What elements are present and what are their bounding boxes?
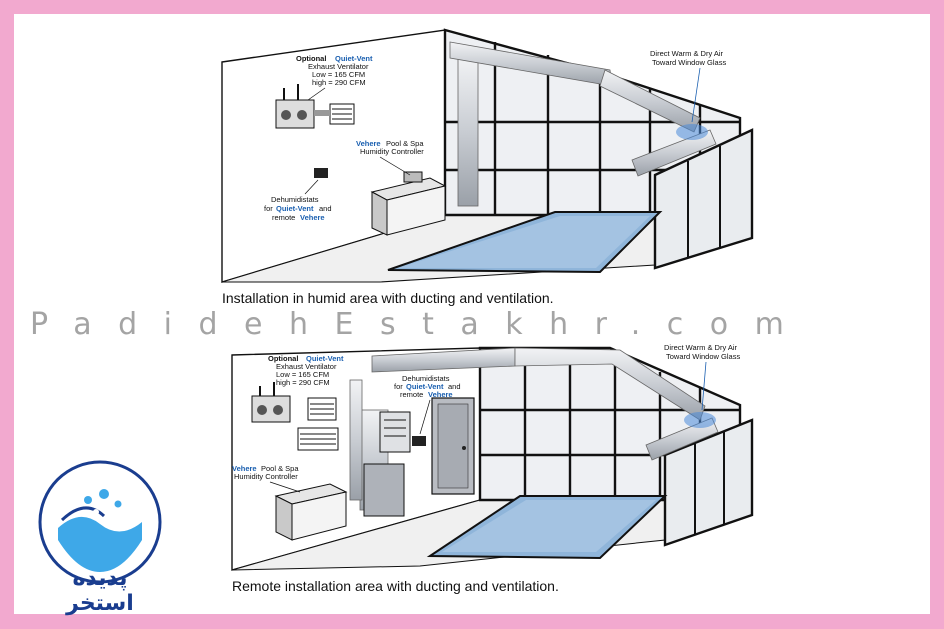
top-label-dehum-3: Quiet-Vent [276,204,314,213]
bottom-label-optional: Optional [268,354,298,363]
top-label-dehum-6: Vehere [300,213,325,222]
bottom-air-flow-icon [684,412,716,428]
watermark: PadidehEstakhr.com [30,307,811,342]
top-label-direct-1: Direct Warm & Dry Air [650,49,724,58]
top-label-humidity: Humidity Controller [360,147,424,156]
bottom-label-exhaust: Exhaust Ventilator [276,362,337,371]
bottom-dehumidistat-icon [412,436,426,446]
bottom-label-dehum-5: remote [400,390,423,399]
top-exhaust-ventilator [275,84,355,129]
top-right-glass-wall [653,128,754,270]
top-dehumidifier-unit [370,171,447,236]
top-label-dehum-2: for [264,204,273,213]
top-label-dehum-4: and [319,204,332,213]
bottom-label-dehum-4: and [448,382,461,391]
top-duct [449,41,717,207]
top-label-dehum-5: remote [272,213,295,222]
logo-text: پدیده استخر [66,566,134,616]
bottom-door [431,397,475,495]
bottom-diagram: Optional Quiet-Vent Exhaust Ventilator L… [231,343,754,571]
top-air-flow-icon [676,124,708,140]
bottom-label-vehere: Vehere [232,464,257,473]
water-splash-logo-icon [38,460,162,584]
bottom-label-direct-2: Toward Window Glass [666,352,740,361]
top-label-optional: Optional [296,54,326,63]
bottom-label-direct-1: Direct Warm & Dry Air [664,343,738,352]
top-diagram: Optional Quiet-Vent Exhaust Ventilator L… [221,28,754,283]
bottom-label-humidity: Humidity Controller [234,472,298,481]
top-label-dehum-1: Dehumidistats [271,195,319,204]
bottom-caption: Remote installation area with ducting an… [232,578,559,594]
bottom-label-dehum-2: for [394,382,403,391]
bottom-label-dehum-1: Dehumidistats [402,374,450,383]
bottom-label-dehum-3: Quiet-Vent [406,382,444,391]
bottom-label-pool-spa: Pool & Spa [261,464,299,473]
bottom-exhaust-ventilator [251,382,339,451]
top-label-high: high = 290 CFM [312,78,366,87]
top-label-quiet-vent: Quiet-Vent [335,54,373,63]
top-label-low: Low = 165 CFM [312,70,365,79]
top-dehumidistat-icon [314,168,328,178]
bottom-label-high: high = 290 CFM [276,378,330,387]
bottom-label-quiet-vent: Quiet-Vent [306,354,344,363]
bottom-label-dehum-6: Vehere [428,390,453,399]
top-label-pool-spa: Pool & Spa [386,139,424,148]
top-caption: Installation in humid area with ducting … [222,290,554,306]
bottom-right-glass-wall [663,418,754,547]
top-label-direct-2: Toward Window Glass [652,58,726,67]
top-label-exhaust: Exhaust Ventilator [308,62,369,71]
bottom-label-low: Low = 165 CFM [276,370,329,379]
top-label-vehere: Vehere [356,139,381,148]
bottom-pool-spa-controller [274,483,348,541]
bottom-remote-dehumidifier [363,411,411,517]
